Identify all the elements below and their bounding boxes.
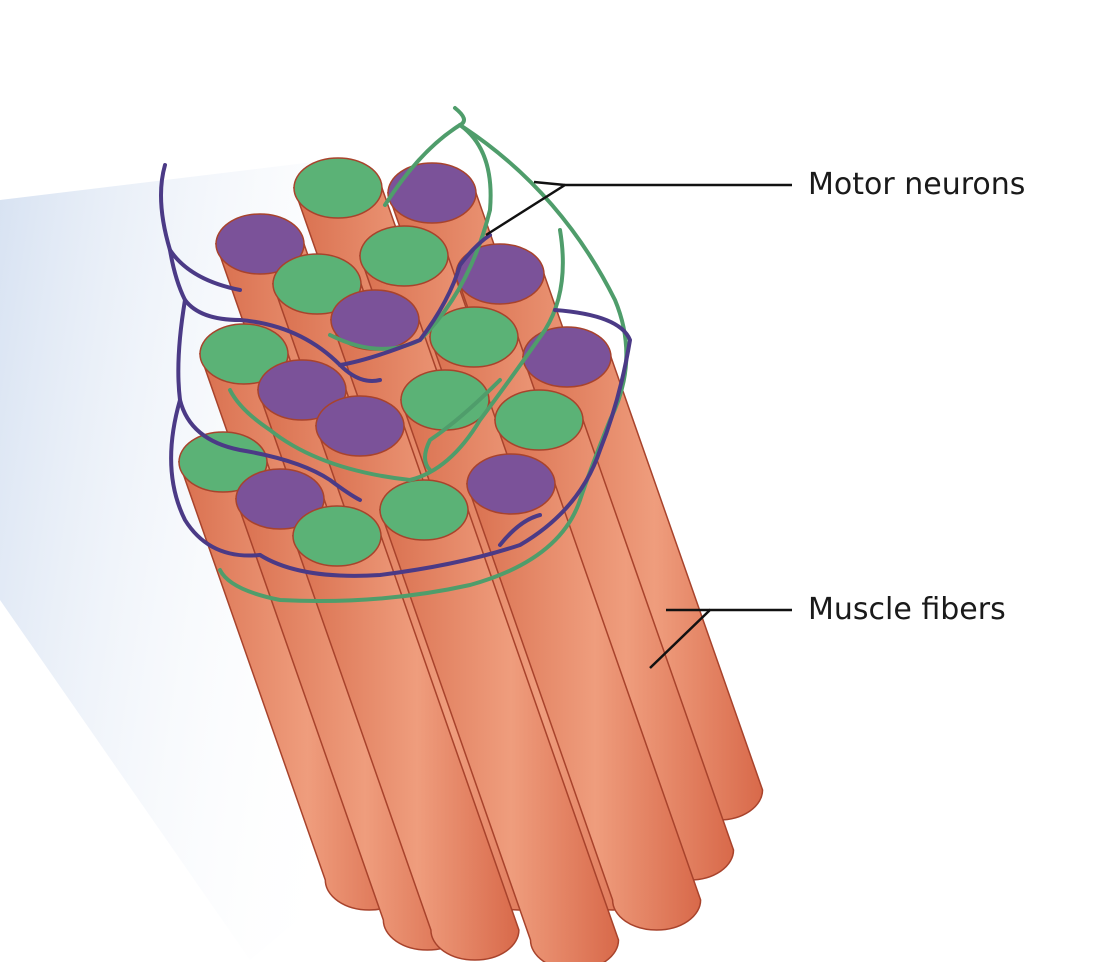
green-motor-neuron xyxy=(423,378,502,472)
purple-motor-neuron xyxy=(498,513,542,547)
muscle-fiber xyxy=(291,505,520,961)
fiber-end-green xyxy=(429,306,519,368)
fiber-end-purple xyxy=(387,162,477,224)
fiber-end-green xyxy=(178,431,268,493)
fiber-end-purple xyxy=(215,213,305,275)
purple-motor-neuron xyxy=(176,298,362,502)
fiber-end-purple xyxy=(522,326,612,388)
green-motor-neuron xyxy=(328,123,493,351)
fiber-end-green xyxy=(293,157,383,219)
purple-motor-neuron xyxy=(169,398,262,558)
purple-motor-neuron xyxy=(258,308,632,578)
fiber-end-green xyxy=(494,389,584,451)
purple-motor-neuron xyxy=(338,233,492,367)
motor-neurons-group xyxy=(159,106,632,603)
fiber-end-green xyxy=(292,505,382,567)
fiber-end-green xyxy=(400,369,490,431)
fiber-end-green xyxy=(359,225,449,287)
muscle-fiber xyxy=(378,479,620,967)
motor-neurons-leader-tick xyxy=(533,180,566,187)
fiber-end-purple xyxy=(257,359,347,421)
fiber-end-green xyxy=(199,323,289,385)
muscle-fiber-body xyxy=(465,483,702,931)
muscle-fibers-label: Muscle fibers xyxy=(808,592,1006,627)
muscle-fiber xyxy=(465,453,702,931)
muscle-fiber-body xyxy=(378,509,620,967)
fiber-end-purple xyxy=(466,453,556,515)
muscle-fibers-group xyxy=(177,157,764,967)
green-motor-neuron xyxy=(383,106,466,207)
green-motor-neuron xyxy=(228,228,565,482)
muscle-fiber-body xyxy=(291,535,520,961)
fiber-end-green xyxy=(379,479,469,541)
green-motor-neuron xyxy=(218,498,582,603)
fiber-end-green xyxy=(272,253,362,315)
purple-motor-neuron xyxy=(168,248,242,292)
fiber-end-purple xyxy=(235,468,325,530)
motor-neurons-leader-line xyxy=(485,183,792,237)
motor-neurons-label: Motor neurons xyxy=(808,167,1026,202)
fiber-end-purple xyxy=(315,395,405,457)
